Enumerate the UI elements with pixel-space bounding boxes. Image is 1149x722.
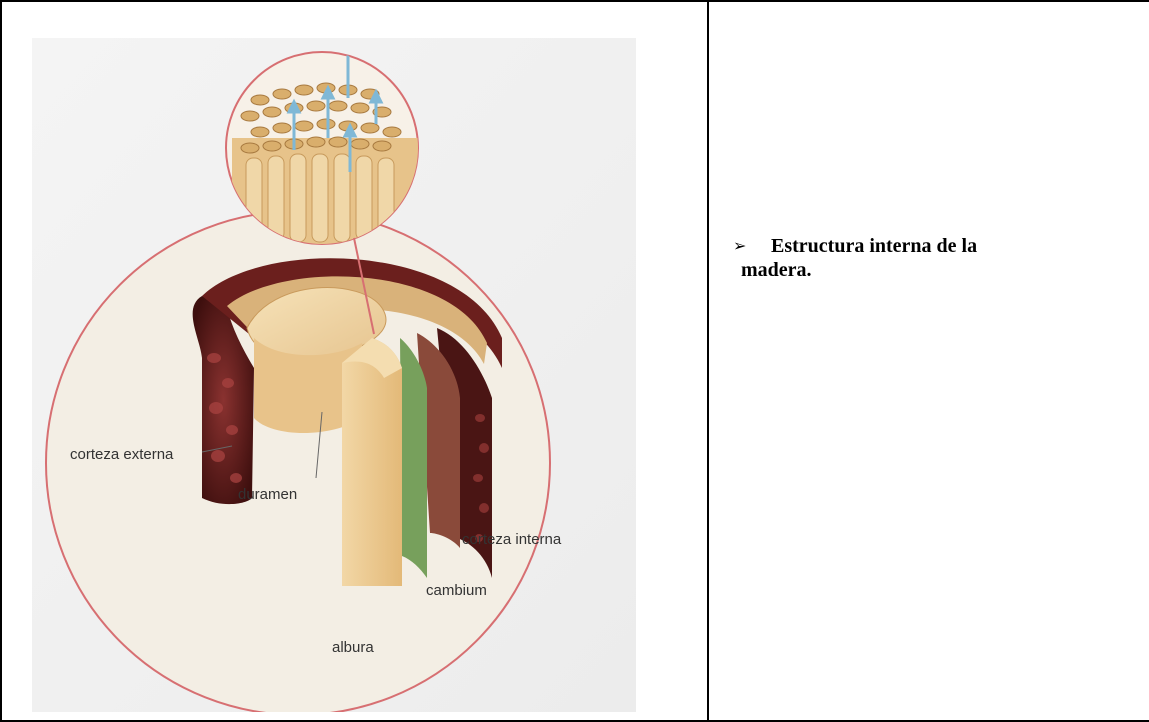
bullet-text-line1: Estructura interna de la — [765, 234, 977, 258]
bullet-item: ➢ Estructura interna de la madera. — [733, 234, 1133, 282]
label-cambium: cambium — [426, 582, 487, 599]
label-duramen: duramen — [238, 486, 297, 503]
wood-structure-illustration: corteza externa duramen corteza interna … — [32, 38, 636, 712]
wood-diagram-svg: corteza externa duramen corteza interna … — [32, 38, 636, 712]
label-corteza-interna: corteza interna — [462, 531, 562, 548]
text-cell: ➢ Estructura interna de la madera. — [708, 1, 1149, 721]
label-albura: albura — [332, 639, 374, 656]
label-corteza-externa: corteza externa — [70, 446, 174, 463]
cambium-layer — [400, 338, 427, 578]
sapwood-block — [342, 338, 402, 586]
illustration-cell: corteza externa duramen corteza interna … — [1, 1, 708, 721]
bullet-text-line2: madera. — [733, 258, 1133, 282]
arrowhead-bullet-icon: ➢ — [733, 234, 765, 258]
